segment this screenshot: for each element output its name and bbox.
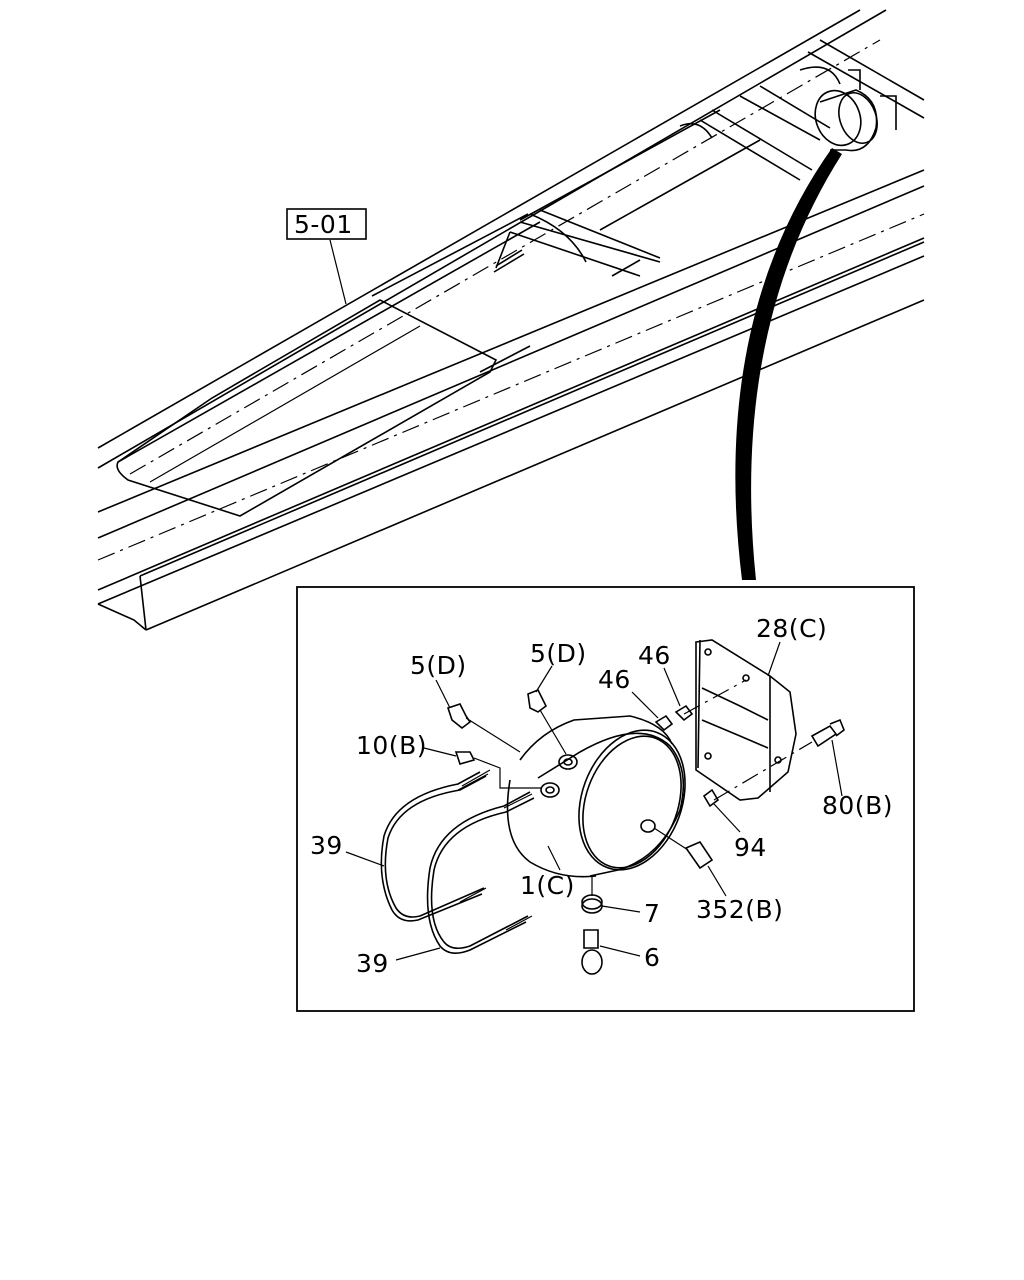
mounting-bracket xyxy=(695,639,797,801)
callout-5d-top: 5(D) xyxy=(530,639,587,668)
callout-39-lower: 39 xyxy=(356,949,389,978)
callout-352b: 352(B) xyxy=(696,895,783,924)
callout-94: 94 xyxy=(734,833,767,862)
detail-pointer-arc xyxy=(735,148,842,580)
callout-46-a: 46 xyxy=(638,641,671,670)
callout-46-b: 46 xyxy=(598,665,631,694)
detail-box xyxy=(296,586,915,1012)
callout-10b: 10(B) xyxy=(356,731,427,760)
callout-39-upper: 39 xyxy=(310,831,343,860)
reference-label: 5-01 xyxy=(294,210,353,239)
callout-leaders xyxy=(345,641,843,961)
callout-80b: 80(B) xyxy=(822,791,893,820)
callout-labels: 28(C) 5(D) 5(D) 46 46 10(B) 80(B) 94 39 … xyxy=(310,614,893,978)
callout-28c: 28(C) xyxy=(756,614,827,643)
callout-7: 7 xyxy=(644,899,660,928)
chassis-frame xyxy=(97,9,925,631)
callout-6: 6 xyxy=(644,943,660,972)
u-bolts xyxy=(380,769,535,954)
callout-1c: 1(C) xyxy=(520,871,575,900)
callout-5d-left: 5(D) xyxy=(410,651,467,680)
air-tank xyxy=(506,715,686,878)
reference-label-box: 5-01 xyxy=(286,208,367,305)
fittings xyxy=(446,679,845,975)
